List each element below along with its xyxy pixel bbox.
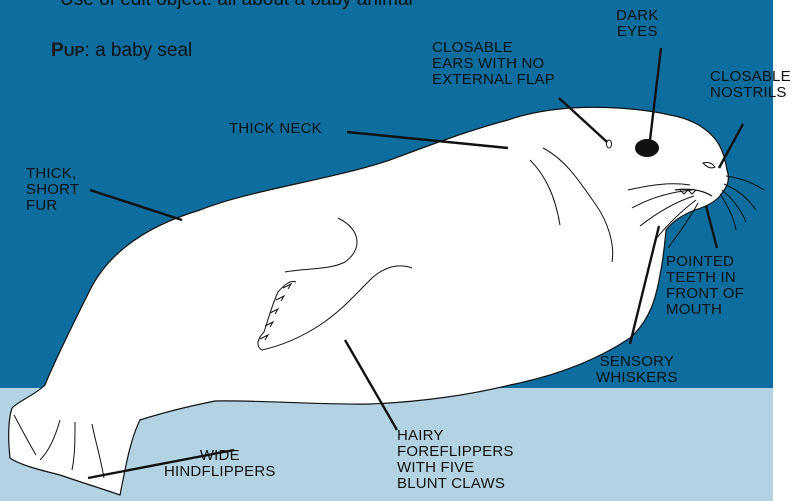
label-line: THICK, — [26, 166, 79, 182]
caption-definition: : a baby seal — [85, 40, 193, 61]
label-wide-hindflippers: WIDE HINDFLIPPERS — [164, 448, 276, 480]
label-closable-ears: CLOSABLE EARS WITH NO EXTERNAL FLAP — [432, 40, 555, 88]
label-line: NOSTRILS — [710, 85, 791, 101]
caption: PUP: a baby seal — [51, 40, 192, 62]
label-sensory-whiskers: SENSORY WHISKERS — [596, 354, 678, 386]
label-line: FUR — [26, 198, 79, 214]
label-hairy-foreflippers: HAIRY FOREFLIPPERS WITH FIVE BLUNT CLAWS — [397, 428, 514, 492]
label-line: TEETH IN — [666, 270, 744, 286]
label-line: SHORT — [26, 182, 79, 198]
caption-term: PUP — [51, 40, 85, 61]
label-line: EYES — [616, 24, 658, 40]
label-line: POINTED — [666, 254, 744, 270]
label-line: HAIRY — [397, 428, 514, 444]
caption-term-rest: UP — [64, 43, 85, 60]
label-line: DARK — [616, 8, 658, 24]
label-line: WIDE — [164, 448, 276, 464]
label-line: WITH FIVE — [397, 460, 514, 476]
label-thick-short-fur: THICK, SHORT FUR — [26, 166, 79, 214]
caption-term-initial: P — [51, 40, 64, 61]
label-line: THICK NECK — [229, 121, 322, 137]
label-line: FRONT OF — [666, 286, 744, 302]
label-line: EXTERNAL FLAP — [432, 72, 555, 88]
label-line: CLOSABLE — [710, 69, 791, 85]
label-line: BLUNT CLAWS — [397, 476, 514, 492]
label-line: HINDFLIPPERS — [164, 464, 276, 480]
label-thick-neck: THICK NECK — [229, 121, 322, 137]
label-closable-nostrils: CLOSABLE NOSTRILS — [710, 69, 791, 101]
label-pointed-teeth: POINTED TEETH IN FRONT OF MOUTH — [666, 254, 744, 318]
label-dark-eyes: DARK EYES — [616, 8, 658, 40]
label-line: MOUTH — [666, 302, 744, 318]
label-line: EARS WITH NO — [432, 56, 555, 72]
label-line: CLOSABLE — [432, 40, 555, 56]
eye — [635, 139, 659, 157]
label-line: SENSORY — [596, 354, 678, 370]
label-line: FOREFLIPPERS — [397, 444, 514, 460]
top-text: Use of edit object: all about a baby ani… — [60, 0, 413, 11]
label-line: WHISKERS — [596, 370, 678, 386]
